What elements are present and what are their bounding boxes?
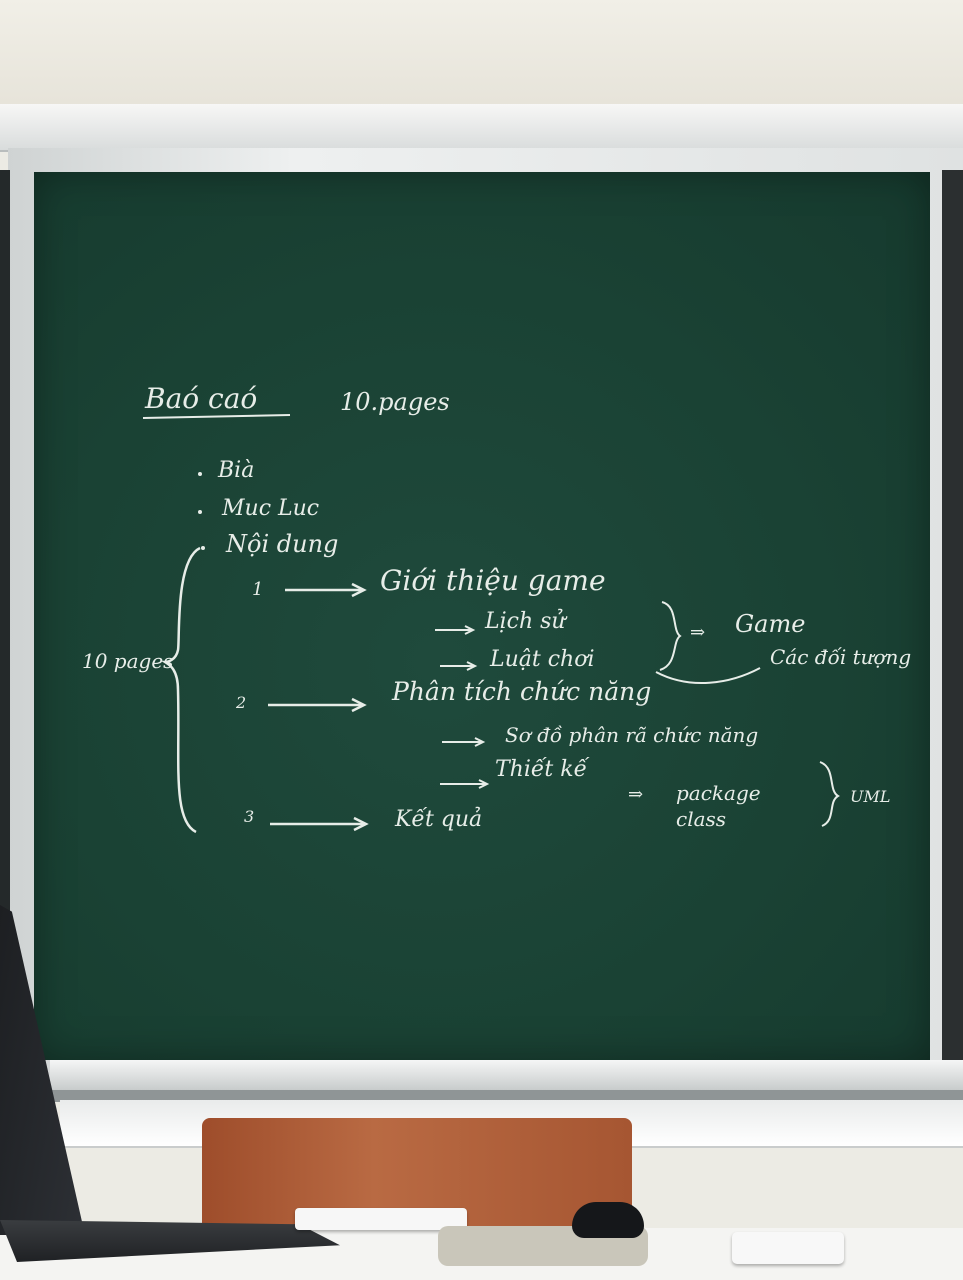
brace-sub1 xyxy=(659,601,682,671)
sub2-package: package xyxy=(676,781,761,805)
remote-control xyxy=(295,1208,467,1230)
arrow-3-head xyxy=(353,816,369,832)
title-underline xyxy=(142,414,291,419)
section-3-text: Kết quả xyxy=(394,806,482,832)
tray-shadow xyxy=(50,1090,963,1102)
bullet xyxy=(201,546,205,550)
brace-uml xyxy=(819,761,840,827)
report-pages: 10.pages xyxy=(340,388,450,416)
section-1-num: 1 xyxy=(252,579,263,600)
sub2-diagram: Sơ đồ phân rã chức năng xyxy=(505,723,758,747)
item-toc: Muc Luc xyxy=(221,496,319,521)
uml-label: UML xyxy=(850,787,891,806)
arrow-sub-3-head xyxy=(474,737,486,747)
bullet xyxy=(198,510,202,514)
section-3-num: 3 xyxy=(244,807,254,826)
chalk-tray xyxy=(50,1060,963,1090)
report-title: Baó caó xyxy=(144,382,257,415)
sub1-result-game: Game xyxy=(735,610,805,638)
right-wall-edge xyxy=(942,170,963,1070)
left-pages-label: 10 pages xyxy=(82,649,173,673)
wall xyxy=(0,0,963,112)
curve-arrow xyxy=(655,667,761,684)
bullet xyxy=(198,472,202,476)
implies-arrow: ⇒ xyxy=(690,622,705,643)
arrow-2-head xyxy=(351,697,367,713)
sub2-class: class xyxy=(676,807,726,831)
remote-control-small xyxy=(732,1232,844,1264)
section-1-text: Giới thiệu game xyxy=(380,564,606,597)
section-2-text: Phân tích chức năng xyxy=(391,677,651,706)
sub1-history: Lịch sử xyxy=(484,608,567,634)
item-cover: Bià xyxy=(217,458,254,483)
left-brace xyxy=(160,546,201,834)
arrow-sub-2-head xyxy=(466,661,478,671)
arrow-1-head xyxy=(351,582,367,598)
computer-mouse xyxy=(572,1202,644,1238)
item-content: Nội dung xyxy=(225,530,338,558)
section-2-num: 2 xyxy=(235,693,246,712)
sub1-rules: Luật chơi xyxy=(489,647,595,672)
sub2-design: Thiết kế xyxy=(495,756,590,782)
chalkboard xyxy=(34,172,930,1060)
arrow-sub-1-head xyxy=(464,625,476,635)
sub1-result-objects: Các đối tượng xyxy=(770,645,911,669)
arrow-sub-4-head xyxy=(478,779,490,789)
left-wall-edge xyxy=(0,170,10,970)
implies-arrow-2: ⇒ xyxy=(628,784,643,805)
